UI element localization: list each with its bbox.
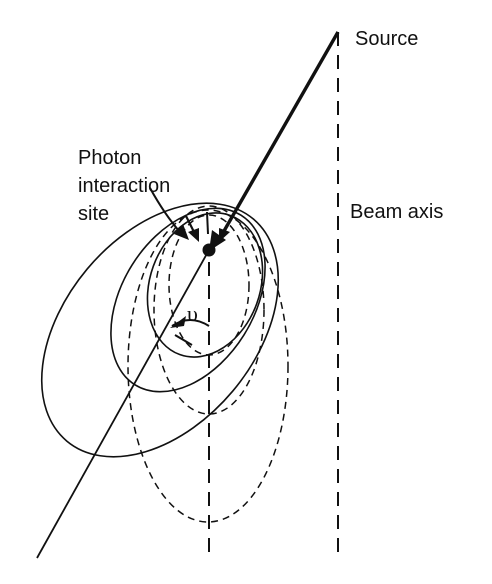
outer-dashed-ellipse bbox=[127, 209, 289, 523]
site-arrow-line-top bbox=[206, 211, 209, 235]
label-leader-arrow bbox=[149, 187, 181, 233]
incident-photon-line bbox=[218, 31, 340, 239]
inner-dashed-ellipse bbox=[168, 214, 250, 356]
photon-label-line1: Photon bbox=[78, 147, 141, 169]
middle-dashed-ellipse bbox=[153, 205, 265, 415]
site-arrowhead-right bbox=[219, 228, 230, 242]
photon-label-line2: interaction bbox=[78, 175, 170, 197]
site-arrowhead-left bbox=[188, 228, 199, 242]
angle-symbol: υ bbox=[187, 301, 198, 326]
source-label: Source bbox=[355, 28, 418, 50]
label-leader-arrowhead bbox=[174, 224, 189, 240]
middle-solid-ellipse bbox=[110, 207, 266, 393]
photon-label-line3: site bbox=[78, 203, 109, 225]
trajectory-line bbox=[36, 249, 210, 559]
outer-solid-ellipse bbox=[40, 202, 280, 458]
angle-arrow-line bbox=[174, 334, 193, 346]
angle-arrowhead-left bbox=[170, 316, 186, 328]
beam-axis-label: Beam axis bbox=[350, 201, 443, 223]
interaction-site-dot bbox=[202, 243, 216, 257]
inner-solid-ellipse bbox=[146, 212, 264, 358]
